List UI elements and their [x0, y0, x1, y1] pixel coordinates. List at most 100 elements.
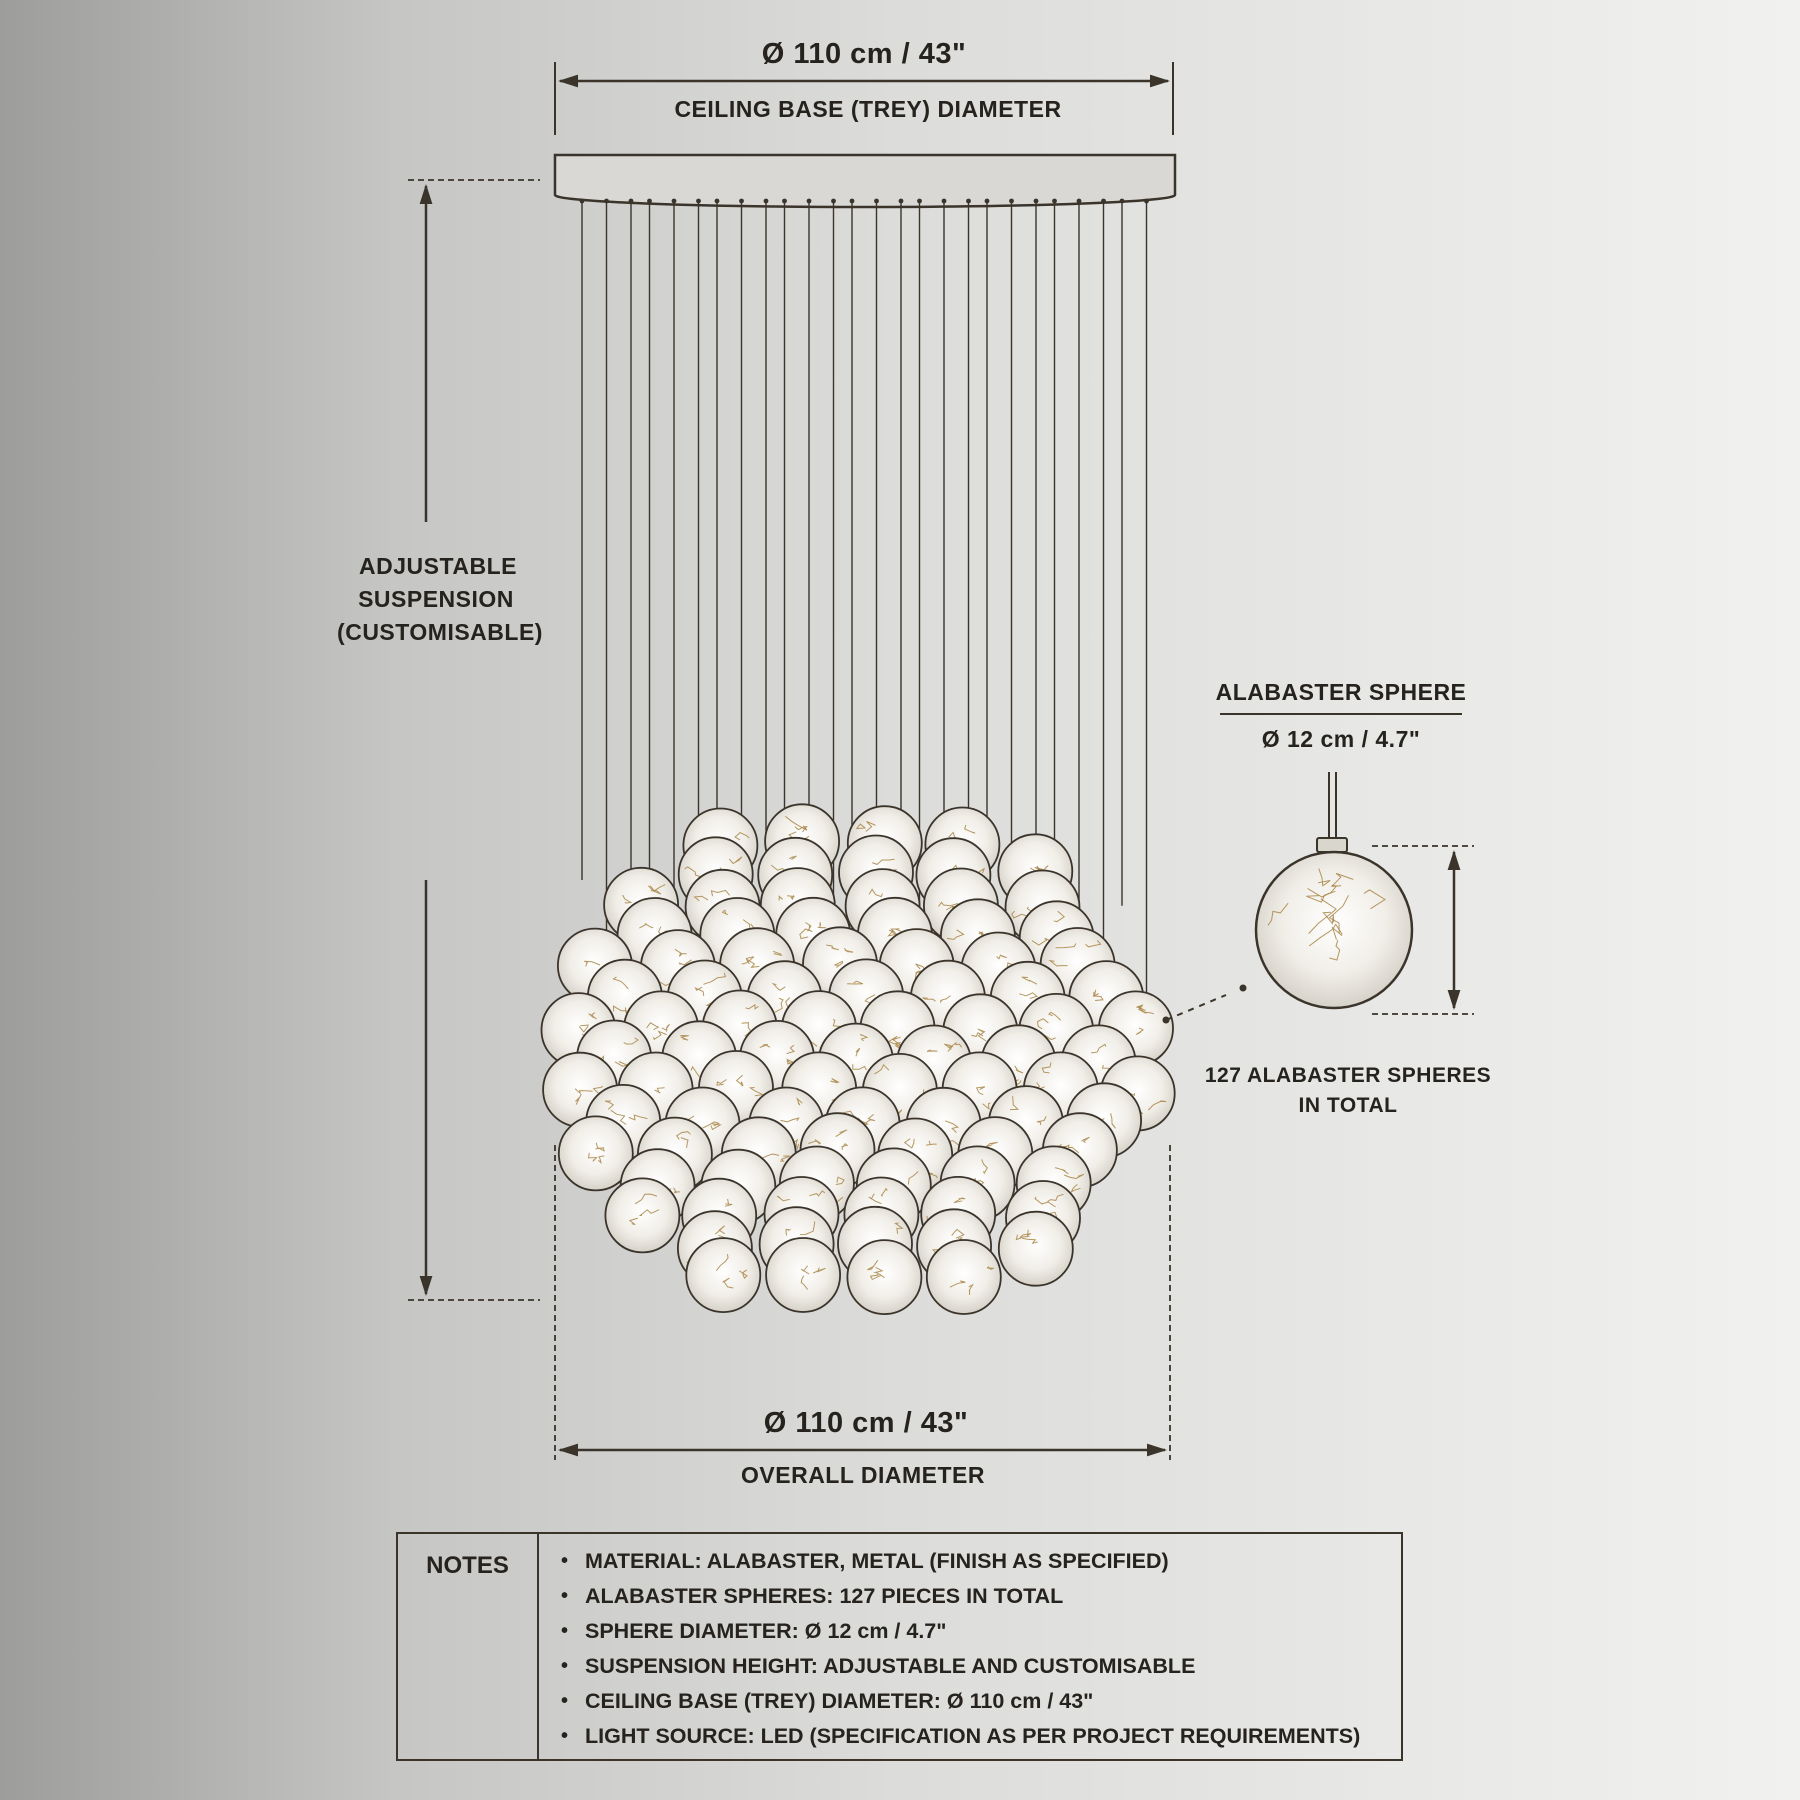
alabaster-vein — [1019, 992, 1038, 999]
note-item: LIGHT SOURCE: LED (SPECIFICATION AS PER … — [559, 1719, 1360, 1754]
rod-anchor — [579, 198, 585, 204]
alabaster-vein — [741, 956, 755, 965]
alabaster-vein — [595, 1142, 605, 1152]
alabaster-vein — [628, 1114, 648, 1121]
alabaster-vein — [745, 958, 760, 968]
sphere-detail — [1162, 713, 1474, 1024]
alabaster-vein — [612, 976, 629, 990]
alabaster-vein — [1014, 1065, 1024, 1074]
alabaster-vein — [638, 1209, 660, 1216]
rod-anchor — [671, 198, 677, 204]
ceiling-base-diameter-value: Ø 110 cm / 43" — [761, 38, 967, 70]
alabaster-vein — [926, 1049, 938, 1052]
alabaster-vein — [1091, 1043, 1107, 1054]
suspension-label-line-3: (CUSTOMISABLE) — [337, 619, 543, 645]
alabaster-vein — [785, 1228, 792, 1236]
alabaster-vein — [841, 1143, 849, 1150]
alabaster-vein — [722, 1277, 734, 1289]
alabaster-vein — [964, 824, 976, 834]
rod-anchor — [1101, 198, 1106, 204]
note-item: SPHERE DIAMETER: Ø 12 cm / 4.7" — [559, 1614, 1360, 1649]
alabaster-vein — [940, 995, 951, 1004]
alabaster-vein — [977, 1028, 987, 1042]
alabaster-vein — [592, 1085, 604, 1094]
alabaster-sphere — [765, 1237, 841, 1313]
alabaster-vein — [1135, 1027, 1144, 1036]
alabaster-vein — [826, 944, 839, 951]
sphere-detail-diameter: Ø 12 cm / 4.7" — [1261, 726, 1421, 752]
alabaster-vein — [1011, 910, 1030, 919]
alabaster-vein — [647, 885, 662, 895]
alabaster-vein — [785, 815, 808, 831]
rod-anchor — [831, 198, 836, 204]
alabaster-vein — [812, 1267, 826, 1274]
alabaster-vein — [690, 1065, 701, 1078]
alabaster-vein — [786, 1058, 794, 1066]
alabaster-vein — [680, 1137, 689, 1148]
alabaster-vein — [852, 1064, 867, 1071]
notes-table: NOTES MATERIAL: ALABASTER, METAL (FINISH… — [396, 1532, 1403, 1761]
alabaster-vein — [1330, 872, 1354, 887]
alabaster-sphere — [557, 1115, 634, 1192]
note-item: MATERIAL: ALABASTER, METAL (FINISH AS SP… — [559, 1544, 1360, 1579]
rod-anchor — [1052, 198, 1057, 204]
alabaster-vein — [1322, 911, 1335, 925]
alabaster-vein — [887, 1035, 901, 1045]
rod-anchor — [874, 198, 879, 204]
alabaster-vein — [721, 909, 729, 916]
alabaster-vein — [661, 1023, 670, 1032]
alabaster-vein — [735, 1074, 744, 1087]
alabaster-vein — [1306, 890, 1336, 903]
alabaster-vein — [926, 1140, 937, 1146]
alabaster-vein — [1085, 940, 1102, 948]
alabaster-vein — [834, 960, 844, 968]
alabaster-vein — [847, 980, 864, 985]
alabaster-vein — [800, 1265, 810, 1275]
alabaster-vein — [780, 1155, 790, 1162]
alabaster-vein — [950, 1041, 963, 1048]
alabaster-vein — [1081, 1136, 1090, 1144]
alabaster-vein — [1308, 923, 1343, 947]
alabaster-vein — [1308, 898, 1337, 934]
alabaster-vein — [800, 1221, 816, 1236]
alabaster-vein — [1147, 1100, 1167, 1111]
alabaster-vein — [653, 1030, 667, 1041]
alabaster-vein — [946, 929, 965, 940]
alabaster-vein — [971, 1031, 984, 1037]
notes-list: MATERIAL: ALABASTER, METAL (FINISH AS SP… — [539, 1534, 1360, 1759]
alabaster-vein — [859, 1033, 869, 1042]
alabaster-vein — [646, 1022, 660, 1031]
alabaster-vein — [791, 1138, 800, 1151]
rod-anchor — [739, 198, 744, 204]
alabaster-vein — [1064, 1173, 1085, 1180]
suspension-dimension — [408, 179, 540, 1301]
rod-anchor — [849, 198, 855, 204]
rod-anchor — [806, 198, 812, 204]
sphere-detail-title: ALABASTER SPHERE — [1215, 679, 1467, 705]
alabaster-vein — [996, 954, 1007, 960]
alabaster-vein — [1009, 1096, 1020, 1111]
rod-anchor — [941, 198, 947, 204]
alabaster-vein — [874, 1063, 890, 1075]
alabaster-vein — [1136, 1004, 1147, 1014]
alabaster-vein — [1329, 940, 1341, 961]
alabaster-vein — [855, 1047, 861, 1057]
alabaster-sphere — [685, 1237, 762, 1313]
alabaster-vein — [868, 888, 883, 898]
alabaster-vein — [639, 922, 654, 929]
alabaster-vein — [1331, 926, 1343, 940]
alabaster-sphere — [997, 1210, 1074, 1287]
alabaster-vein — [575, 1093, 582, 1105]
alabaster-vein — [623, 1037, 639, 1045]
alabaster-vein — [985, 1141, 998, 1148]
alabaster-vein — [1022, 1237, 1038, 1245]
alabaster-vein — [774, 997, 784, 1013]
alabaster-vein — [808, 1139, 821, 1145]
alabaster-vein — [678, 959, 692, 966]
alabaster-vein — [673, 1187, 681, 1194]
alabaster-vein — [628, 1217, 639, 1226]
alabaster-vein — [944, 1120, 959, 1133]
alabaster-vein — [1053, 910, 1066, 923]
rod-anchor — [1119, 198, 1125, 204]
